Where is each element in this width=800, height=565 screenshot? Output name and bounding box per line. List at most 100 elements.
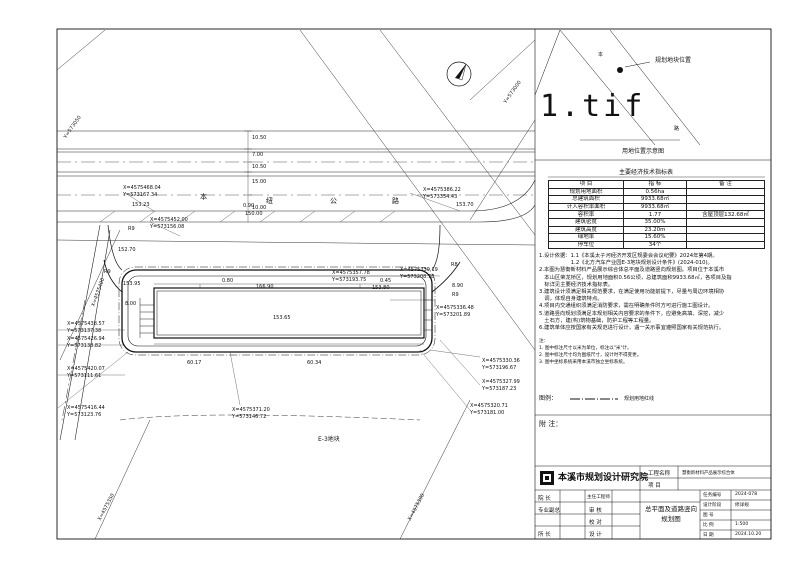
role-label: 专业副总 [538,508,561,514]
dim-label: 153.23 [132,202,150,208]
table-cell: 建筑高度 [548,225,624,235]
building-footprint [153,287,425,339]
coord-label: X=4575426.94 [67,336,105,342]
coord-label: Y=573137.38 [67,328,102,334]
item-label: 项 目 [648,483,661,489]
location-map-char: 路 [674,126,680,132]
table-cell: 容积率 [548,210,624,219]
table-cell: 23.20m [623,225,687,235]
role-label: 校 对 [589,520,602,526]
radius-label: R8 [451,262,458,268]
coord-label: Y=573208.78 [400,274,435,280]
site-location-label: 规划地块位置 [655,57,692,64]
dim-label: 10.50 [252,135,267,141]
table-row: 容积率 1.77 含屋顶层132.68㎡ [548,210,765,219]
dim-label: 150.00 [245,211,263,217]
table-cell: 建筑密度 [548,217,624,227]
side-road [59,224,111,441]
note-line: 1.设计依据：1.1《本溪太子河经济开发区规委会会议纪要》2024年第4期。 [539,253,718,259]
coord-label: X=4575416.44 [67,405,105,411]
role-label: 审 核 [589,508,602,514]
dim-label: 7.00 [252,152,264,158]
coord-label: Y=573193.75 [332,277,367,283]
legend-text: 规划用地红线 [624,396,655,402]
table-cell [686,217,765,227]
location-map-title: 用地位置示意图 [622,148,665,155]
table-cell [686,202,765,212]
design-notes: 1.设计依据：1.1《本溪太子河经济开发区规委会会议纪要》2024年第4期。 1… [539,253,769,332]
info-label: 比 例 [703,523,714,528]
dim-label: 60.17 [187,360,202,366]
note-line: 5.道路竖向规划须满足本规划相关内容要求的条件下，应避免高填、深挖，减少 [539,310,725,317]
indicators-table: 项 目 指 标 备 注 规划用地面积 0.56ha 总建筑面积 9933.68㎡… [548,180,765,250]
remarks: 注： 1. 图中标注尺寸以米为单位，标注以"米"计。 2. 图中标注尺寸均为图纸… [539,338,641,366]
dim-label: 166.90 [256,284,274,290]
coord-label: X=4575336.48 [436,305,474,311]
location-map-char: 本 [598,52,604,58]
main-road [57,130,535,223]
table-row: 计入容积率面积 9933.68㎡ [548,202,765,212]
table-cell: 停车位 [548,240,624,250]
location-map [534,29,701,146]
table-cell: 9933.68㎡ [623,195,687,204]
note-line: 2.本图为慧衡新材料产品展示综合体总平面及道路竖向规划图。项目位于本溪市 [539,267,725,274]
info-label: 图 号 [703,513,714,518]
table-cell: 总建筑面积 [548,195,624,204]
table-cell: 含屋顶层132.68㎡ [686,210,765,219]
dim-label: 0.80 [222,278,234,284]
table-header: 指 标 [623,180,687,189]
table-cell: 1.77 [623,210,687,219]
coordinate-grid [56,29,536,540]
table-row: 绿地率 15.60% [548,233,765,242]
coord-label: Y=573123.76 [67,412,102,418]
info-value: 2024.10.20 [735,532,762,537]
table-header-row: 项 目 指 标 备 注 [548,180,765,189]
coord-label: X=4575330.36 [482,358,520,364]
dim-label: 0.90 [243,203,255,209]
coord-label: Y=573187.23 [482,386,517,392]
institute-logo [540,471,554,485]
coord-label: X=4575468.04 [123,185,161,191]
indicators-title: 主要经济技术指标表 [619,169,674,176]
info-label: 任务编号 [703,493,722,498]
coord-label: Y=573156.08 [150,224,185,230]
leader-lines [57,192,481,411]
table-cell: 9933.68㎡ [623,202,687,212]
info-value: 修详规 [735,503,749,508]
table-cell [686,187,765,197]
remark-line: 3. 图中坐标系统采用本溪市独立坐标系统。 [539,360,628,365]
dim-label: 153.95 [123,281,141,287]
project-name: 慧衡新材料产品展示综合体 [682,471,735,476]
dim-label: 15.00 [252,179,267,185]
dim-label: 153.65 [273,315,291,321]
coord-label: Y=573181.00 [470,410,505,416]
dim-label: 153.70 [456,202,474,208]
table-cell: 15.60% [623,233,687,242]
coord-label: Y=573138.82 [67,343,102,349]
table-row: 停车位 34个 [548,240,765,250]
coord-label: X=4575357.78 [332,270,370,276]
title-block-grid [535,466,771,539]
table-row: 规划用地面积 0.56ha [548,187,765,197]
role-label: 设 计 [589,532,602,538]
remark-line: 2. 图中标注尺寸均为图纸尺寸，设计时不得变更。 [539,353,642,358]
coord-label: X=4575371.20 [232,407,270,413]
table-cell [686,225,765,235]
radius-label: R9 [452,292,459,298]
drawing-title: 总平面及道路竖向规划图 [645,505,697,523]
coord-label: X=4575320.71 [470,403,508,409]
note-line: 调，体现自身建筑特点。 [539,296,603,303]
table-cell: 35.00% [623,217,687,227]
table-cell: 规划用地面积 [548,187,624,197]
site-boundary [121,269,433,353]
legend-label: 图例： [539,395,558,402]
north-arrow-icon [446,61,472,87]
coord-label: Y=573354.43 [423,194,458,200]
coord-label: X=4575452.00 [150,217,188,223]
coord-label: Y=573146.72 [232,414,267,420]
note-line: 3.建筑设计须满足相关规范要求，在满足使用功能前提下，尽量与周边环境相协 [539,289,725,296]
info-value: 1:500 [735,522,749,527]
table-cell [686,233,765,242]
table-cell: 0.56ha [623,187,687,197]
appendix-label: 附 注： [539,420,563,428]
